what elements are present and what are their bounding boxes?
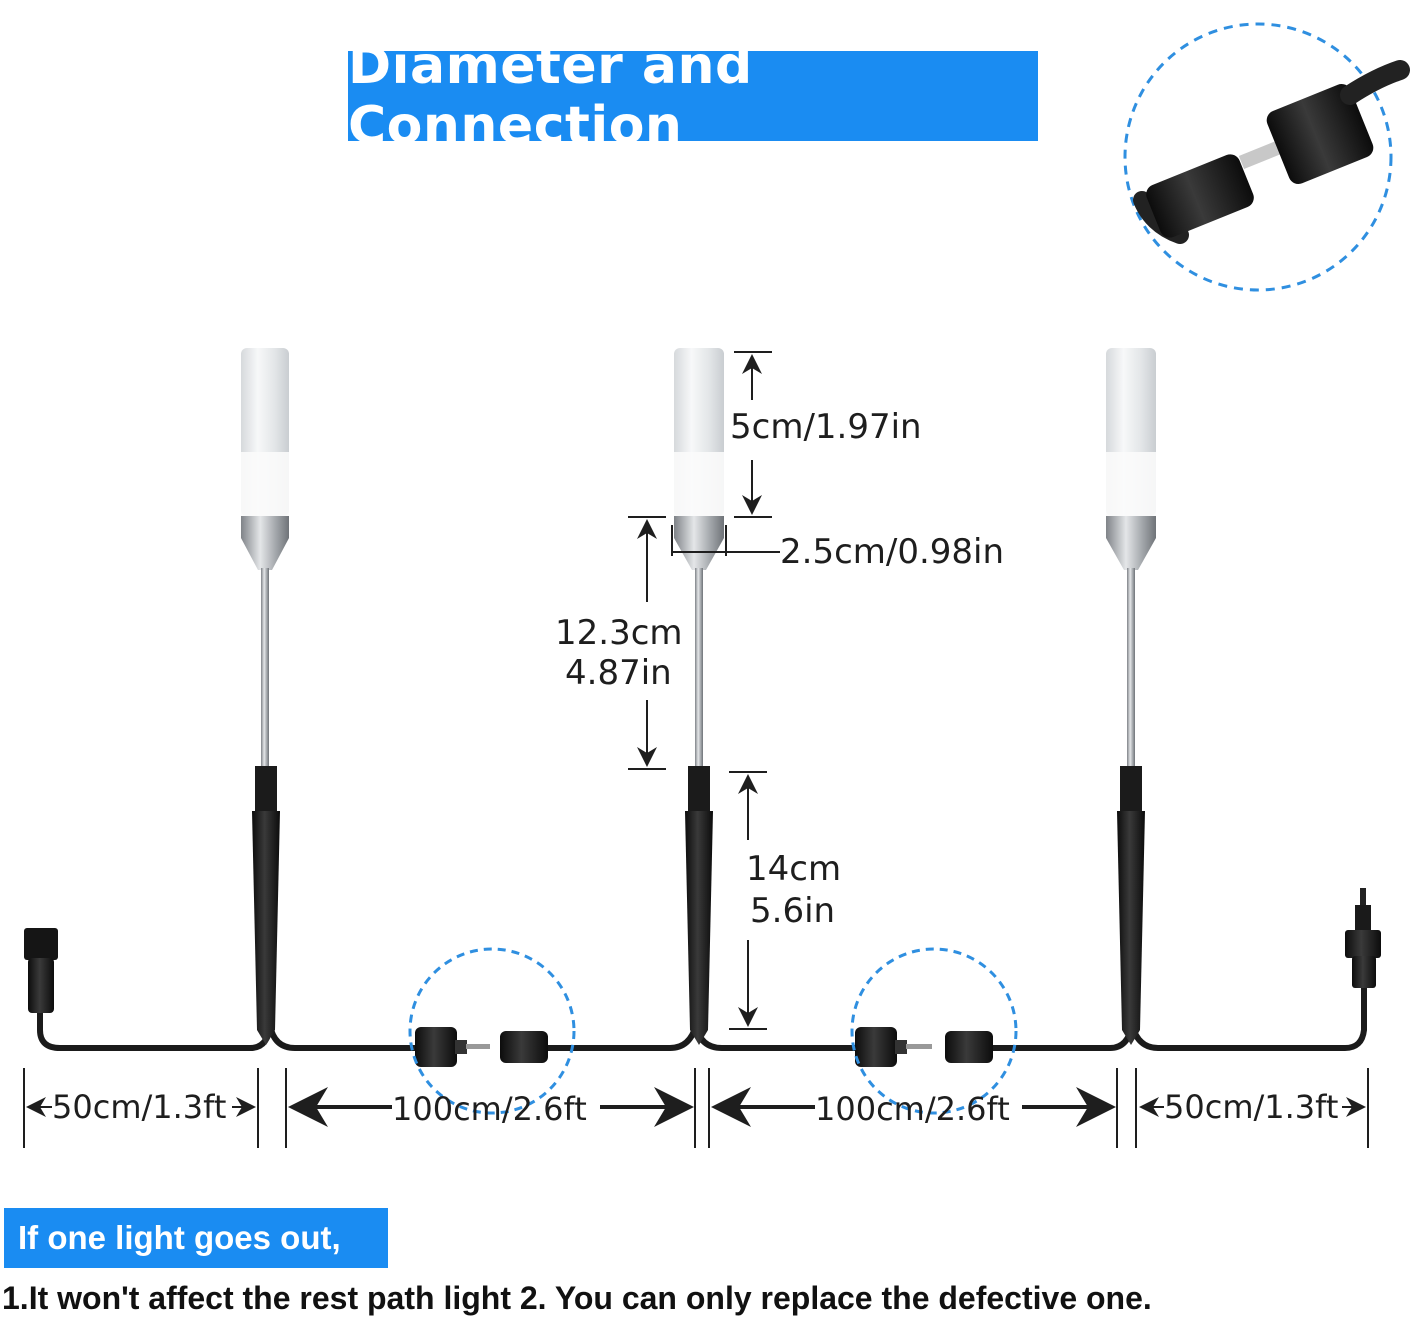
dashed-circle-icon [408, 947, 576, 1115]
segment-mid-1-label: 100cm/2.6ft [392, 1090, 587, 1128]
cable-connector-1 [408, 947, 576, 1115]
spike-height-cm-label: 14cm [746, 849, 841, 889]
dimension-diameter [671, 525, 780, 556]
connector-detail-inset [1123, 22, 1410, 292]
dimension-stake-height [628, 516, 666, 770]
connector-female-icon [1146, 154, 1254, 238]
dimension-tube-height [734, 351, 772, 518]
end-connector-left [24, 928, 58, 1013]
path-light-2 [674, 348, 724, 1045]
segment-left-label: 50cm/1.3ft [52, 1088, 226, 1126]
path-light-1 [241, 348, 289, 1045]
end-connector-right [1345, 888, 1381, 988]
spike-height-in-label: 5.6in [750, 891, 835, 931]
diameter-label: 2.5cm/0.98in [780, 532, 1004, 572]
note-heading: If one light goes out, [18, 1219, 341, 1256]
tube-height-label: 5cm/1.97in [730, 407, 922, 447]
segment-dimension-lines [23, 1068, 1369, 1148]
dashed-circle-icon [850, 947, 1018, 1115]
stake-height-cm-label: 12.3cm [555, 613, 683, 653]
path-light-3 [1106, 348, 1156, 1045]
page-title: Diameter and Connection [348, 36, 753, 156]
note-text: 1.It won't affect the rest path light 2.… [2, 1280, 1152, 1316]
connector-male-icon [1266, 84, 1374, 184]
note-heading-banner: If one light goes out, [4, 1208, 388, 1268]
dimension-spike-height [729, 771, 767, 1030]
segment-mid-2-label: 100cm/2.6ft [815, 1090, 1010, 1128]
cable-connector-2 [850, 947, 1018, 1115]
segment-right-label: 50cm/1.3ft [1164, 1088, 1338, 1126]
title-banner: Diameter and Connection [348, 36, 1038, 156]
stake-height-in-label: 4.87in [565, 653, 672, 693]
